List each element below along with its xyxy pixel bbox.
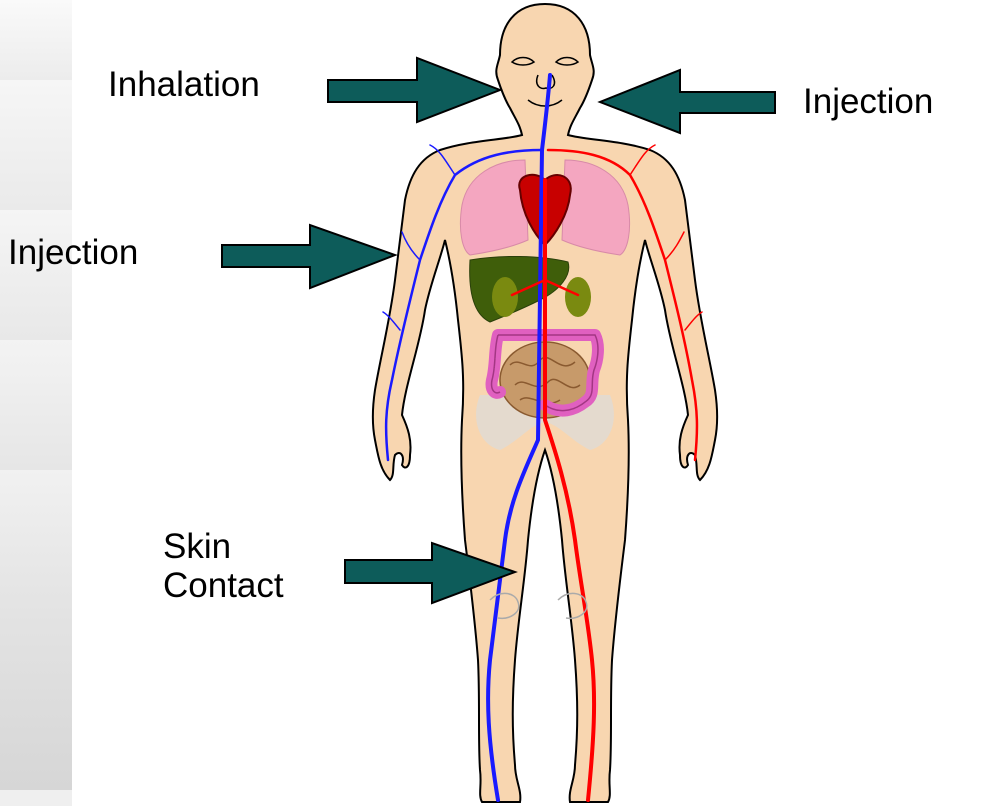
kidney-left [492, 277, 518, 317]
arrow-injection-head [600, 70, 775, 133]
label-skin-line2: Contact [163, 567, 284, 606]
label-skin-line1: Skin [163, 528, 284, 567]
arrow-injection-arm [222, 225, 395, 288]
arrow-inhalation [328, 58, 500, 122]
label-inhalation: Inhalation [108, 66, 260, 105]
label-injection-arm: Injection [8, 234, 138, 273]
label-skin-contact: Skin Contact [163, 528, 284, 605]
kidney-right [565, 277, 591, 317]
label-injection-head: Injection [803, 83, 933, 122]
